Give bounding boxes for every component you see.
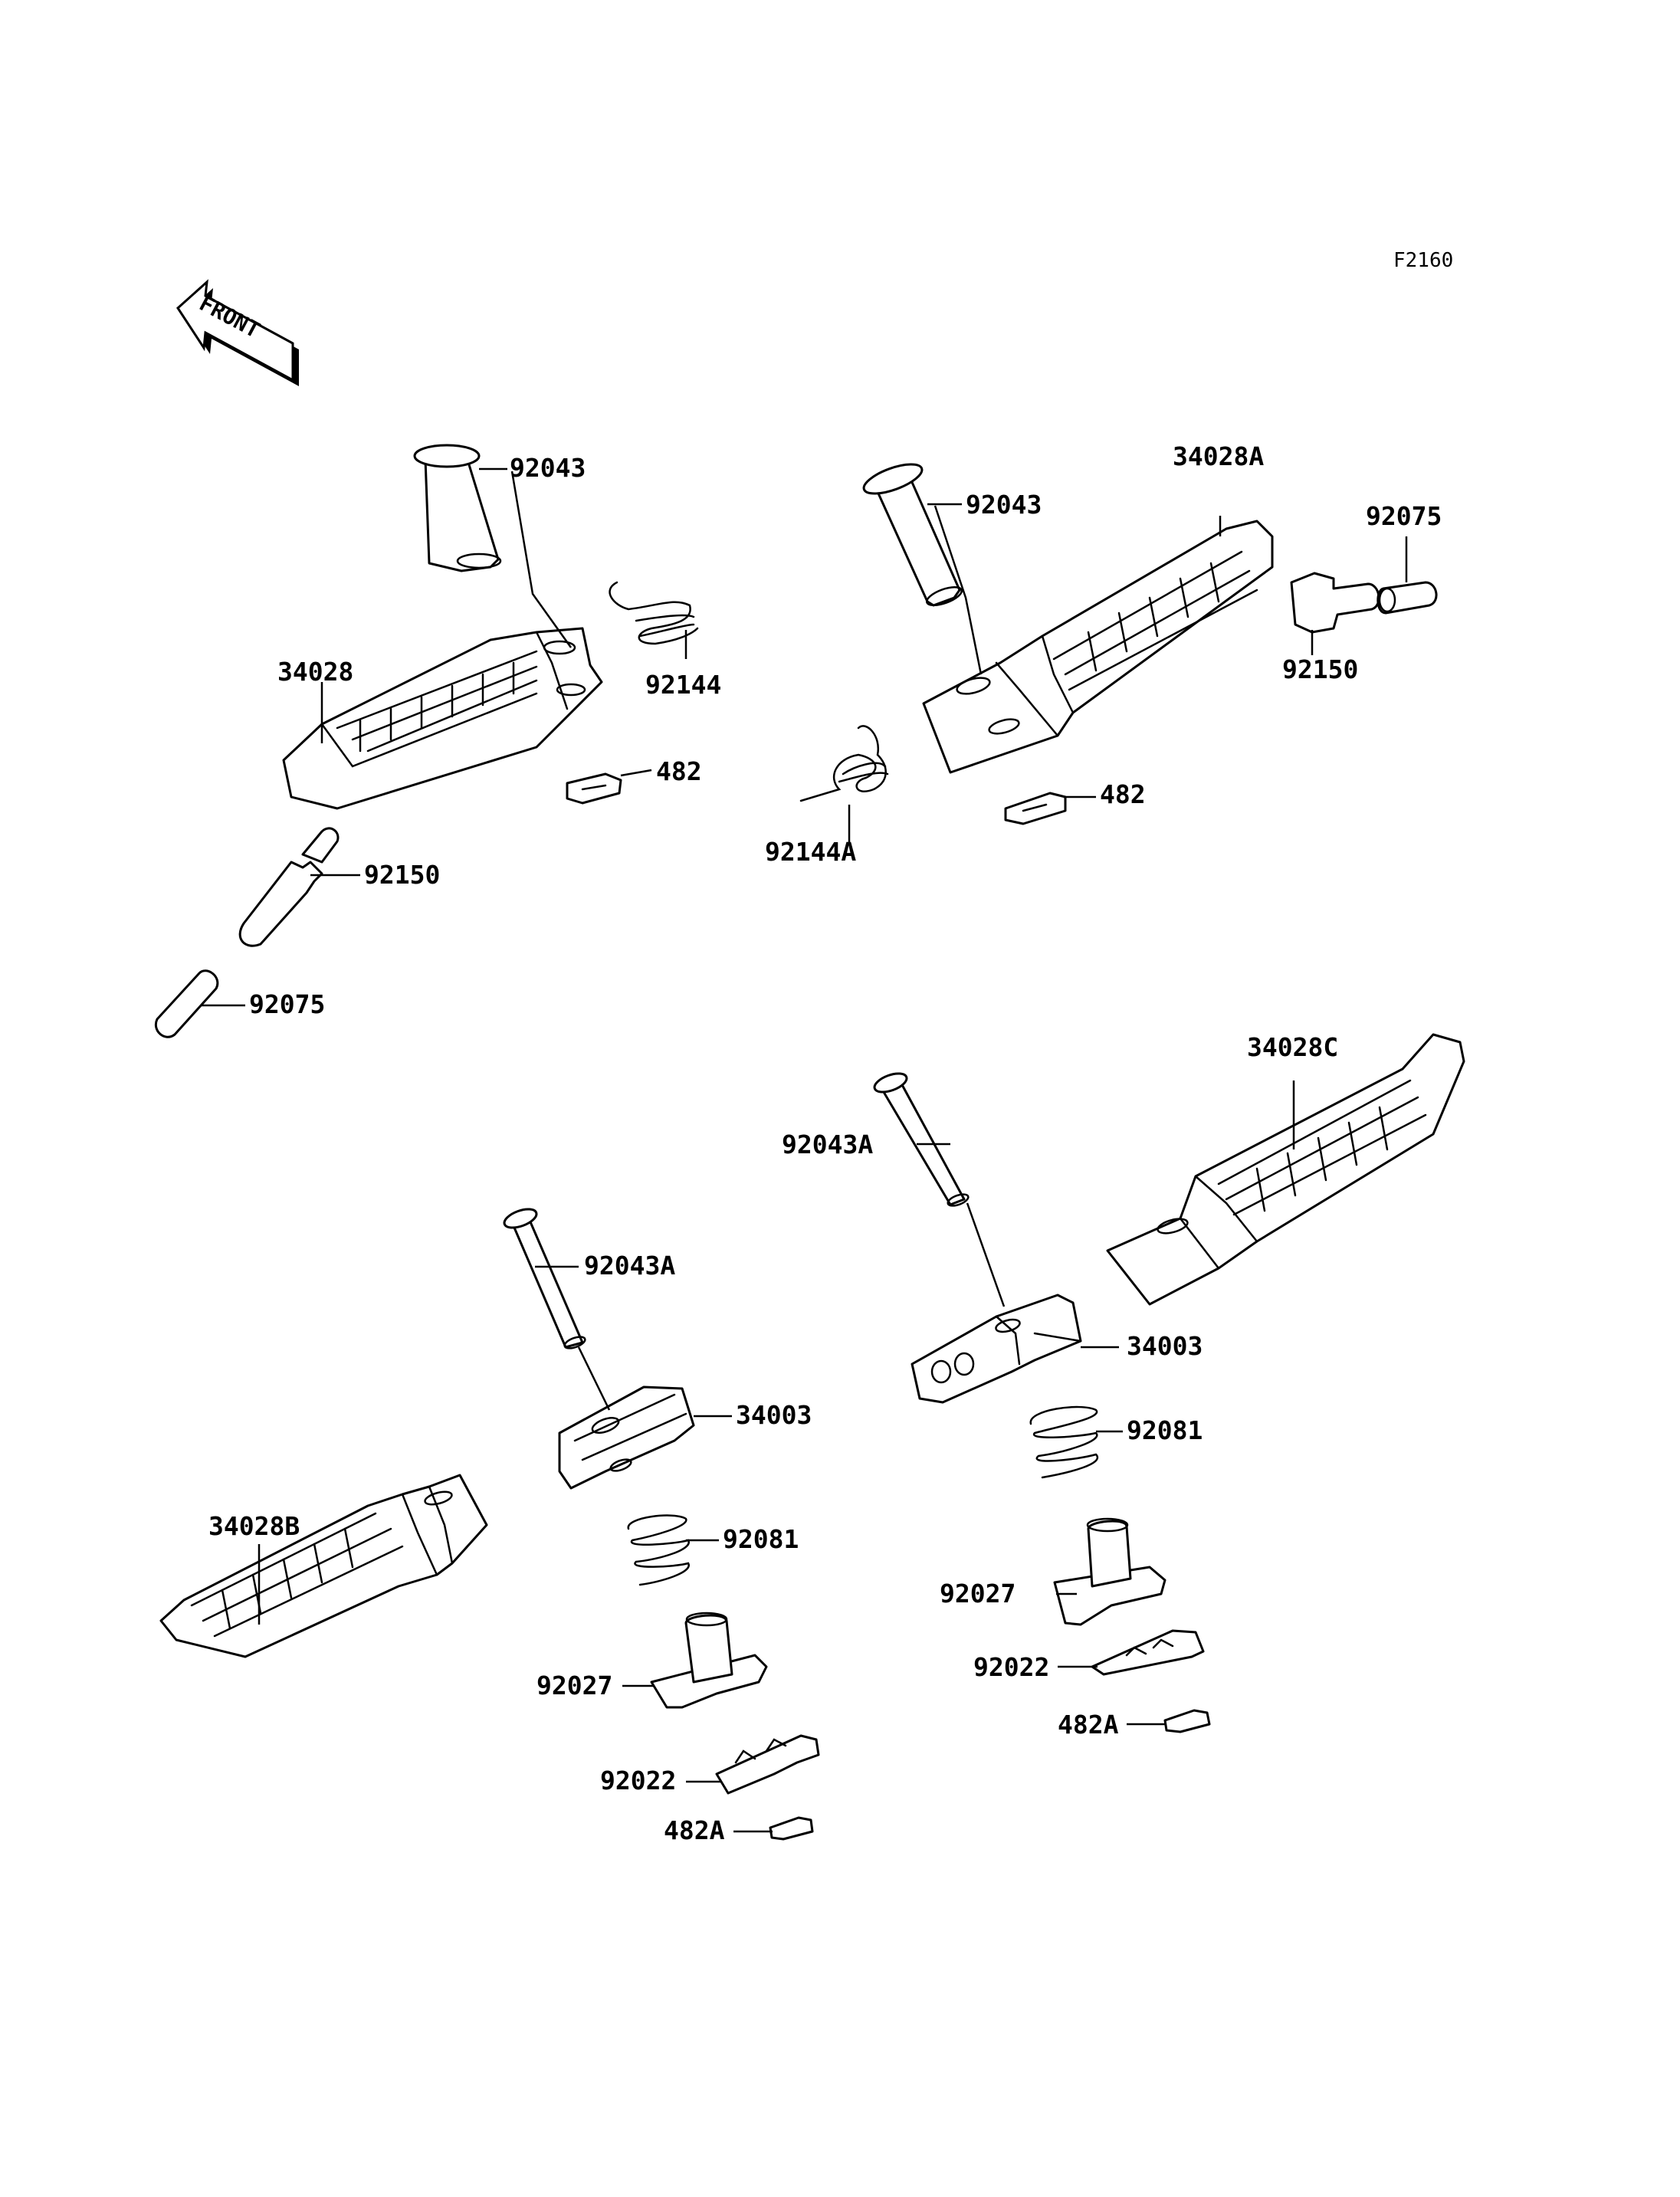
label-34028A: 34028A (1173, 441, 1264, 471)
label-34028C: 34028C (1247, 1032, 1338, 1062)
pin-92043A-lower-left (503, 1208, 586, 1349)
spring-92144 (609, 581, 699, 645)
label-92075-right: 92075 (1366, 501, 1442, 531)
label-92075-left: 92075 (249, 989, 325, 1019)
plate-92022-lower-left (715, 1734, 820, 1795)
label-92022-lower-right: 92022 (973, 1652, 1049, 1682)
bracket-34003-lower-left (558, 1385, 695, 1490)
label-92043A-lower-right: 92043A (782, 1130, 873, 1159)
front-arrow-icon: FRONT (176, 279, 299, 386)
mount-92027-lower-left (650, 1612, 768, 1709)
bolt-92150-upper-left (238, 827, 340, 947)
label-482A-lower-left: 482A (664, 1815, 725, 1845)
label-482-upper-right: 482 (1100, 779, 1146, 809)
spring-92081-lower-right (1029, 1405, 1099, 1479)
diagram-code: F2160 (1393, 249, 1453, 272)
plate-92022-lower-right (1091, 1629, 1205, 1676)
bolt-92150-upper-right (1290, 572, 1380, 634)
bracket-34003-lower-right (911, 1294, 1082, 1404)
label-92081-lower-right: 92081 (1127, 1415, 1203, 1445)
cap-92075-right (1376, 581, 1438, 615)
label-92043-upper-right: 92043 (966, 490, 1042, 520)
spring-92081-lower-left (627, 1514, 690, 1586)
pin-92043-upper-right (862, 463, 963, 607)
label-34003-lower-right: 34003 (1127, 1331, 1203, 1361)
pin-92043-upper-left (413, 444, 502, 572)
spring-92144A (799, 725, 889, 802)
footpeg-34028B (159, 1474, 488, 1658)
clip-482-upper-right (1004, 792, 1067, 825)
label-92150-upper-right: 92150 (1282, 654, 1358, 684)
clip-482-upper-left (566, 772, 622, 805)
label-34028B: 34028B (208, 1511, 300, 1541)
label-92043-upper-left: 92043 (510, 453, 586, 483)
label-92043A-lower-left: 92043A (584, 1251, 675, 1280)
footpeg-34028A (922, 520, 1274, 774)
label-482-upper-left: 482 (656, 756, 702, 786)
label-92022-lower-left: 92022 (600, 1766, 676, 1795)
clip-482A-lower-left (769, 1816, 814, 1841)
footpeg-34028C (1106, 1033, 1465, 1306)
cap-92075-left (154, 969, 219, 1038)
label-482A-lower-right: 482A (1058, 1710, 1119, 1740)
clip-482A-lower-right (1163, 1709, 1211, 1733)
label-92027-lower-right: 92027 (940, 1579, 1016, 1608)
label-92081-lower-left: 92081 (723, 1524, 799, 1554)
label-92027-lower-left: 92027 (536, 1671, 612, 1700)
part-labels: 92043 34028 92144 482 92150 92075 92043 … (208, 441, 1442, 1845)
pin-92043A-lower-right (873, 1072, 970, 1207)
label-92144: 92144 (645, 670, 721, 700)
label-34028: 34028 (277, 657, 353, 687)
leader-lines (201, 467, 1408, 1833)
footpeg-34028 (282, 627, 603, 810)
label-34003-lower-left: 34003 (736, 1400, 812, 1430)
label-92150-upper-left: 92150 (364, 860, 440, 890)
label-92144A: 92144A (765, 837, 856, 867)
mount-92027-lower-right (1053, 1517, 1166, 1626)
